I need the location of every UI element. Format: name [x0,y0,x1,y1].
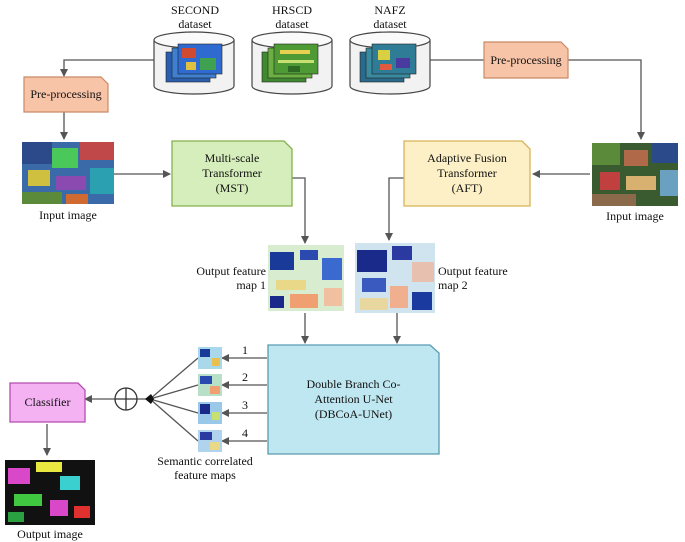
semantic-maps-caption: Semantic correlated feature maps [140,454,270,482]
dataset-word: dataset [178,17,212,31]
dataset-images-second [165,43,223,83]
semantic-maps-line-2: feature maps [174,468,236,482]
dbcoa-line-1: Double Branch Co- [306,377,401,391]
branch-number-4: 4 [242,426,248,440]
aft-line-2: Transformer [437,166,497,180]
semantic-map-1 [198,347,222,369]
input-image-left [22,142,114,204]
output-image [5,460,95,525]
dataset-name: HRSCD [271,3,312,17]
feature-map-1-line-1: Output feature [196,264,266,278]
connector-right-preprocess-down [568,59,645,140]
converge-line-3 [149,398,199,414]
dbcoa-label: Double Branch Co- Attention U-Net (DBCoA… [268,345,439,454]
preprocess-right-box [483,41,569,79]
mst-line-1: Multi-scale [204,151,260,165]
connector-aft-map2 [385,177,404,241]
dataset-images-nafz [359,43,417,83]
classifier-label: Classifier [24,395,71,409]
feature-map-2-caption: Output feature map 2 [438,264,528,292]
aft-box [403,140,531,207]
dataset-images-hrscd [261,43,319,83]
convergence-node [145,394,154,404]
input-image-right [592,143,678,206]
branch-number-1: 1 [242,343,248,357]
mst-label: Multi-scale Transformer (MST) [172,141,292,206]
semantic-maps-line-1: Semantic correlated [157,454,253,468]
dataset-word: dataset [275,17,309,31]
aft-label: Adaptive Fusion Transformer (AFT) [404,141,530,206]
output-feature-map-2-image [355,243,435,313]
converge-line-2 [149,384,199,400]
feature-map-2-line-2: map 2 [438,278,468,292]
dbcoa-box [267,344,440,455]
output-feature-map-1-image [268,245,344,311]
branch-number-2: 2 [242,370,248,384]
semantic-map-3 [198,402,222,424]
converge-line-1 [149,357,199,400]
semantic-map-4 [198,430,222,452]
classifier-box [9,382,86,423]
dataset-name: NAFZ [374,3,406,17]
preprocess-left-box [23,76,109,113]
connector-datasets-left [60,59,154,77]
dbcoa-line-2: Attention U-Net [314,392,393,406]
aft-line-3: (AFT) [451,181,483,195]
feature-map-2-line-1: Output feature [438,264,508,278]
output-image-caption: Output image [17,527,83,541]
dataset-name: SECOND [170,3,219,17]
mst-line-3: (MST) [215,181,249,195]
converge-line-4 [149,398,199,442]
input-image-right-caption: Input image [606,209,664,223]
input-image-left-caption: Input image [39,208,97,222]
mst-line-2: Transformer [202,166,262,180]
semantic-map-2 [198,374,222,396]
dataset-label-hrscd: HRSCD dataset [257,3,327,31]
preprocess-right-label: Pre-processing [490,52,562,67]
dataset-word: dataset [373,17,407,31]
feature-map-1-line-2: map 1 [236,278,266,292]
connector-mst-map1 [292,177,309,244]
preprocess-left-label: Pre-processing [30,87,102,101]
summation-plus-icon [114,387,138,411]
aft-line-1: Adaptive Fusion [427,151,507,165]
feature-map-1-caption: Output feature map 1 [180,264,266,292]
mst-box [171,140,293,207]
branch-number-3: 3 [242,398,248,412]
dataset-label-second: SECOND dataset [160,3,230,31]
dataset-label-nafz: NAFZ dataset [355,3,425,31]
dbcoa-line-3: (DBCoA-UNet) [314,407,393,421]
